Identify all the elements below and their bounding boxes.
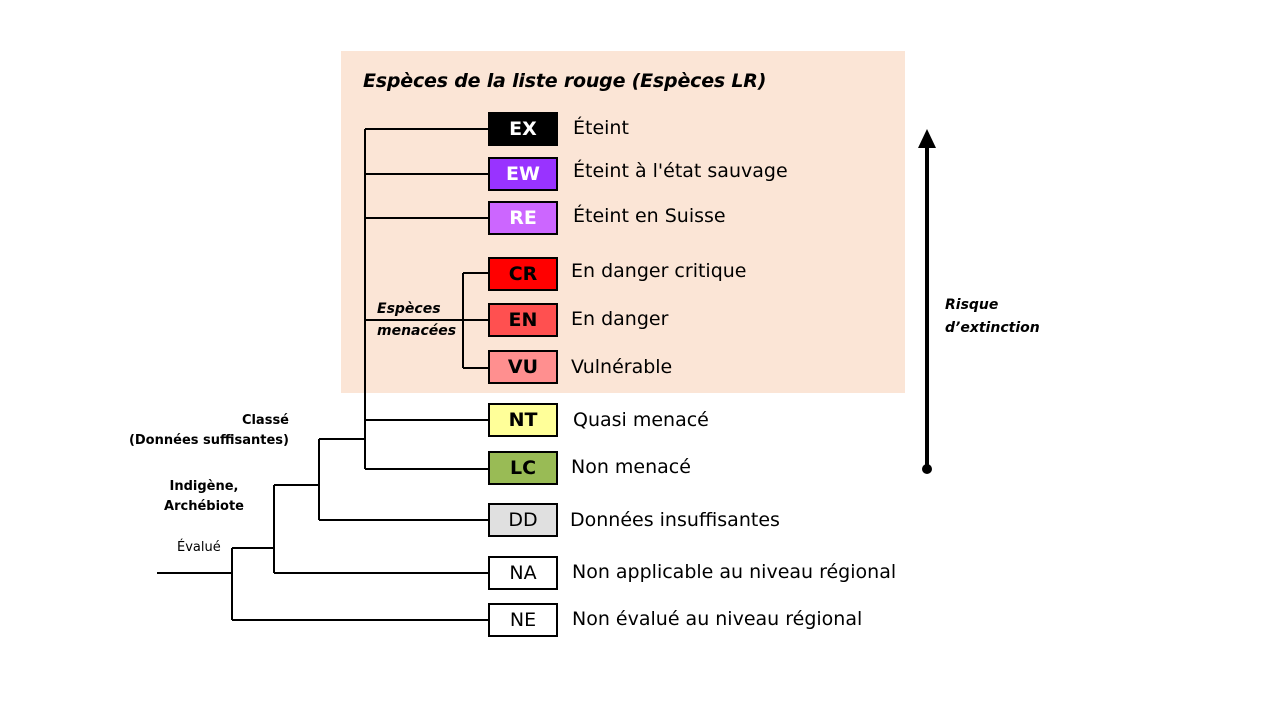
- category-label-dd: Données insuffisantes: [570, 509, 780, 531]
- evaluated-label: Évalué: [177, 538, 221, 558]
- category-label-ew: Éteint à l'état sauvage: [573, 160, 788, 182]
- native-label-line1: Indigène,: [169, 479, 239, 494]
- category-code: EX: [509, 118, 537, 140]
- category-box-vu: VU: [488, 350, 558, 384]
- threatened-label-line2: menacées: [377, 323, 457, 339]
- category-code: EW: [506, 163, 540, 185]
- category-label-vu: Vulnérable: [571, 356, 673, 378]
- category-label-lc: Non menacé: [571, 456, 691, 478]
- classified-label-line1: Classé: [241, 413, 289, 428]
- category-label-re: Éteint en Suisse: [573, 205, 726, 227]
- category-box-dd: DD: [488, 503, 558, 537]
- category-box-ex: EX: [488, 112, 558, 146]
- category-label-en: En danger: [571, 308, 669, 330]
- category-code: EN: [508, 309, 538, 331]
- risk-label-line1: Risque: [945, 297, 999, 313]
- category-box-ne: NE: [488, 603, 558, 637]
- category-box-re: RE: [488, 201, 558, 235]
- category-code: DD: [508, 509, 538, 531]
- category-code: LC: [509, 457, 537, 479]
- category-code: CR: [508, 263, 538, 285]
- category-box-cr: CR: [488, 257, 558, 291]
- category-label-ex: Éteint: [573, 117, 629, 139]
- classified-label: Classé (Données suffisantes): [129, 411, 289, 451]
- category-code: VU: [507, 356, 539, 378]
- threatened-label-line1: Espèces: [377, 301, 441, 317]
- category-label-ne: Non évalué au niveau régional: [572, 608, 863, 630]
- classified-label-line2: (Données suffisantes): [128, 433, 289, 448]
- category-code: RE: [509, 207, 537, 229]
- category-label-cr: En danger critique: [571, 260, 747, 282]
- diagram-title: Espèces de la liste rouge (Espèces LR): [363, 70, 767, 92]
- native-label-line2: Archébiote: [164, 499, 244, 514]
- category-label-nt: Quasi menacé: [573, 409, 709, 431]
- category-box-na: NA: [488, 556, 558, 590]
- evaluated-label-text: Évalué: [177, 540, 221, 555]
- risk-arrow-base-dot: [922, 464, 932, 474]
- category-label-na: Non applicable au niveau régional: [572, 561, 897, 583]
- category-box-nt: NT: [488, 403, 558, 437]
- category-code: NA: [509, 562, 537, 584]
- risk-label-line2: d’extinction: [945, 320, 1040, 336]
- category-code: NT: [508, 409, 538, 431]
- native-label: Indigène, Archébiote: [164, 477, 244, 517]
- red-list-panel: [341, 51, 905, 393]
- extinction-risk-label: Risque d’extinction: [945, 294, 1040, 340]
- risk-arrow-head-icon: [918, 129, 936, 148]
- category-box-lc: LC: [488, 451, 558, 485]
- category-box-ew: EW: [488, 157, 558, 191]
- threatened-species-label: Espèces menacées: [377, 298, 456, 342]
- category-code: NE: [509, 609, 537, 631]
- category-box-en: EN: [488, 303, 558, 337]
